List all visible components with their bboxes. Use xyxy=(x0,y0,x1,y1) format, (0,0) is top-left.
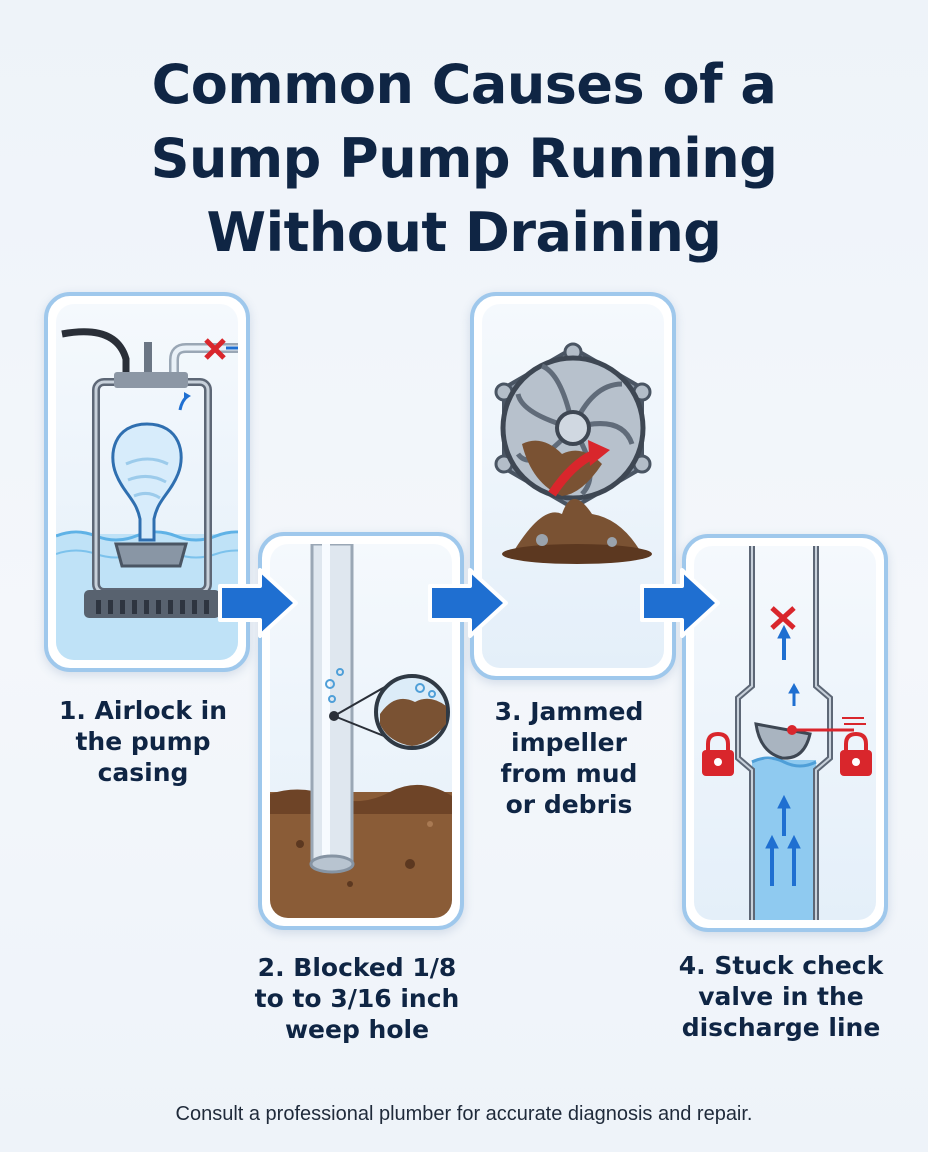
disclaimer-footer: Consult a professional plumber for accur… xyxy=(175,1103,753,1125)
check-valve-icon xyxy=(694,546,876,920)
step-4-caption-line-1: 4. Stuck check xyxy=(678,951,884,980)
title-line-1: Common Causes of a xyxy=(151,53,777,116)
step-3-caption-line-2: impeller xyxy=(511,728,627,757)
title-line-3: Without Draining xyxy=(206,201,722,264)
page-title: Common Causes of a Sump Pump Running Wit… xyxy=(0,48,928,270)
step-1-caption: 1. Airlock in the pump casing xyxy=(44,695,242,788)
step-1-caption-line-1: 1. Airlock in xyxy=(58,696,228,725)
step-2-caption-line-2: to to 3/16 inch xyxy=(254,984,460,1013)
jammed-impeller-icon xyxy=(482,304,664,668)
step-1-caption-line-2: the pump xyxy=(75,727,211,756)
step-4-caption-line-2: valve in the xyxy=(698,982,864,1011)
step-4-caption-line-3: discharge line xyxy=(681,1013,881,1042)
arrow-2-to-3-icon xyxy=(428,568,508,638)
step-1-caption-line-3: casing xyxy=(97,758,189,787)
step-4-caption: 4. Stuck check valve in the discharge li… xyxy=(660,950,902,1043)
step-2-caption: 2. Blocked 1/8 to to 3/16 inch weep hole xyxy=(238,952,476,1045)
step-3-caption-line-4: or debris xyxy=(505,790,633,819)
step-2-caption-line-1: 2. Blocked 1/8 xyxy=(257,953,457,982)
step-3-caption-line-1: 3. Jammed xyxy=(494,697,644,726)
step-4-panel xyxy=(682,534,888,932)
title-line-2: Sump Pump Running xyxy=(150,127,778,190)
step-3-panel xyxy=(470,292,676,680)
step-2-caption-line-3: weep hole xyxy=(284,1015,430,1044)
step-3-caption: 3. Jammed impeller from mud or debris xyxy=(458,696,680,820)
arrow-1-to-2-icon xyxy=(218,568,298,638)
arrow-3-to-4-icon xyxy=(640,568,720,638)
step-1-panel xyxy=(44,292,250,672)
weep-hole-pipe-icon xyxy=(270,544,452,918)
airlock-pump-icon xyxy=(56,304,238,660)
step-3-caption-line-3: from mud xyxy=(500,759,638,788)
